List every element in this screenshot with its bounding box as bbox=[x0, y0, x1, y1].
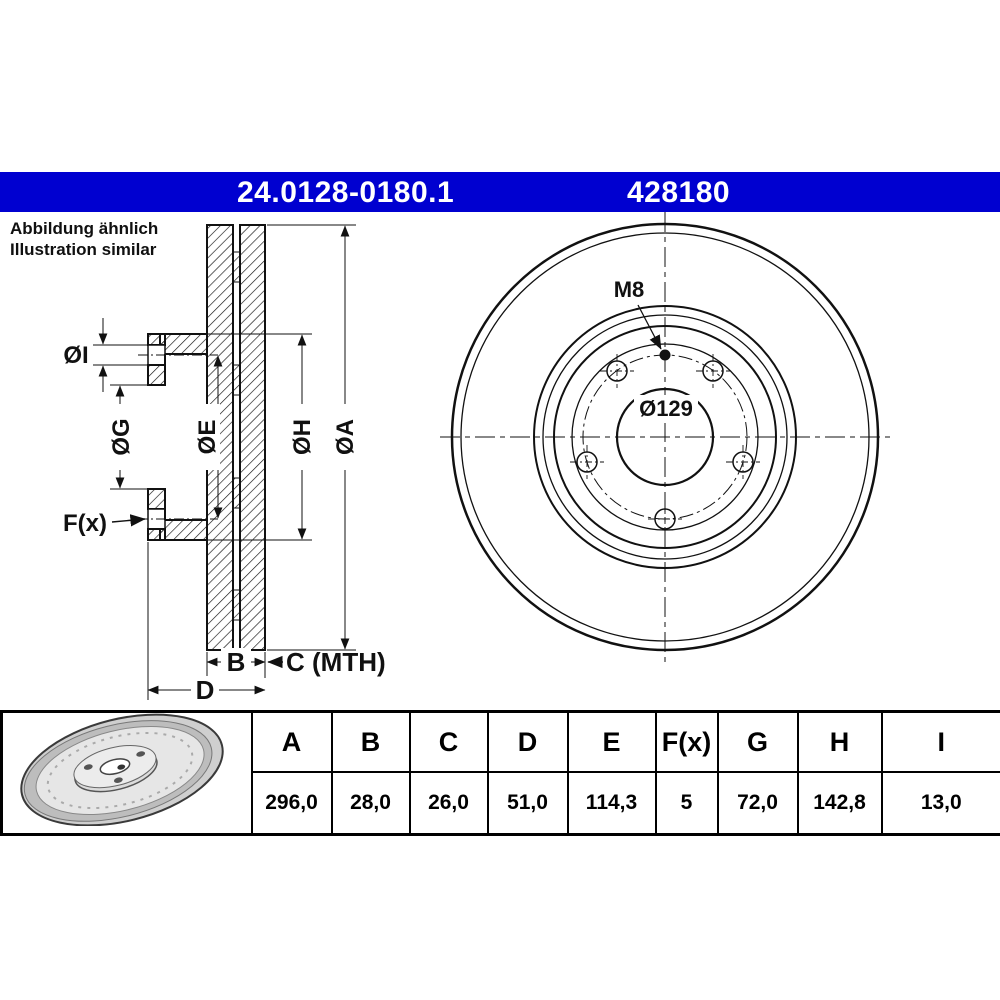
spec-value-f: 5 bbox=[654, 771, 719, 836]
article-number: 428180 bbox=[627, 176, 731, 209]
brake-disc-photo bbox=[20, 713, 224, 827]
spec-header-d: D bbox=[486, 710, 569, 774]
bolt-holes bbox=[570, 304, 760, 536]
dim-label-dia-g: ØG bbox=[108, 418, 135, 455]
dim-label-dia-i: ØI bbox=[63, 342, 88, 369]
dim-label-b: B bbox=[227, 647, 246, 677]
spec-header-e: E bbox=[566, 710, 657, 774]
spec-value-c: 26,0 bbox=[408, 771, 489, 836]
spec-header-a: A bbox=[250, 710, 333, 774]
spec-value-d: 51,0 bbox=[486, 771, 569, 836]
spec-header-i: I bbox=[880, 710, 1000, 774]
front-view-labels: M8 Ø129 bbox=[614, 277, 698, 423]
spec-table: A B C D E F(x) G H I 296,0 28,0 26,0 51,… bbox=[0, 710, 1000, 836]
illustration-note: Abbildung ähnlich Illustration similar bbox=[10, 218, 158, 260]
spec-value-b: 28,0 bbox=[330, 771, 411, 836]
spec-header-b: B bbox=[330, 710, 411, 774]
part-number-banner: 24.0128-0180.1 428180 bbox=[0, 172, 1000, 212]
note-line-en: Illustration similar bbox=[10, 240, 157, 259]
spec-value-a: 296,0 bbox=[250, 771, 333, 836]
dim-label-dia-h: ØH bbox=[289, 419, 316, 455]
spec-header-f: F(x) bbox=[654, 710, 719, 774]
product-photo-cell bbox=[0, 710, 253, 836]
spec-value-e: 114,3 bbox=[566, 771, 657, 836]
thread-label: M8 bbox=[614, 277, 645, 302]
m8-thread-hole bbox=[659, 349, 671, 361]
spec-header-c: C bbox=[408, 710, 489, 774]
spec-value-g: 72,0 bbox=[716, 771, 799, 836]
dimension-labels: ØI ØG ØE ØH ØA F(x) B C (MTH) D bbox=[63, 342, 386, 705]
dim-label-dia-e: ØE bbox=[194, 420, 221, 455]
spec-value-h: 142,8 bbox=[796, 771, 883, 836]
note-line-de: Abbildung ähnlich bbox=[10, 219, 159, 238]
dim-label-c-mth: C (MTH) bbox=[286, 647, 386, 677]
ring-diameter-label: Ø129 bbox=[639, 396, 693, 421]
dim-label-dia-a: ØA bbox=[332, 419, 359, 455]
part-number: 24.0128-0180.1 bbox=[237, 176, 455, 209]
spec-value-i: 13,0 bbox=[880, 771, 1000, 836]
spec-header-g: G bbox=[716, 710, 799, 774]
spec-header-h: H bbox=[796, 710, 883, 774]
dim-label-f: F(x) bbox=[63, 510, 107, 537]
dim-label-d: D bbox=[196, 675, 215, 705]
front-view bbox=[440, 212, 890, 662]
